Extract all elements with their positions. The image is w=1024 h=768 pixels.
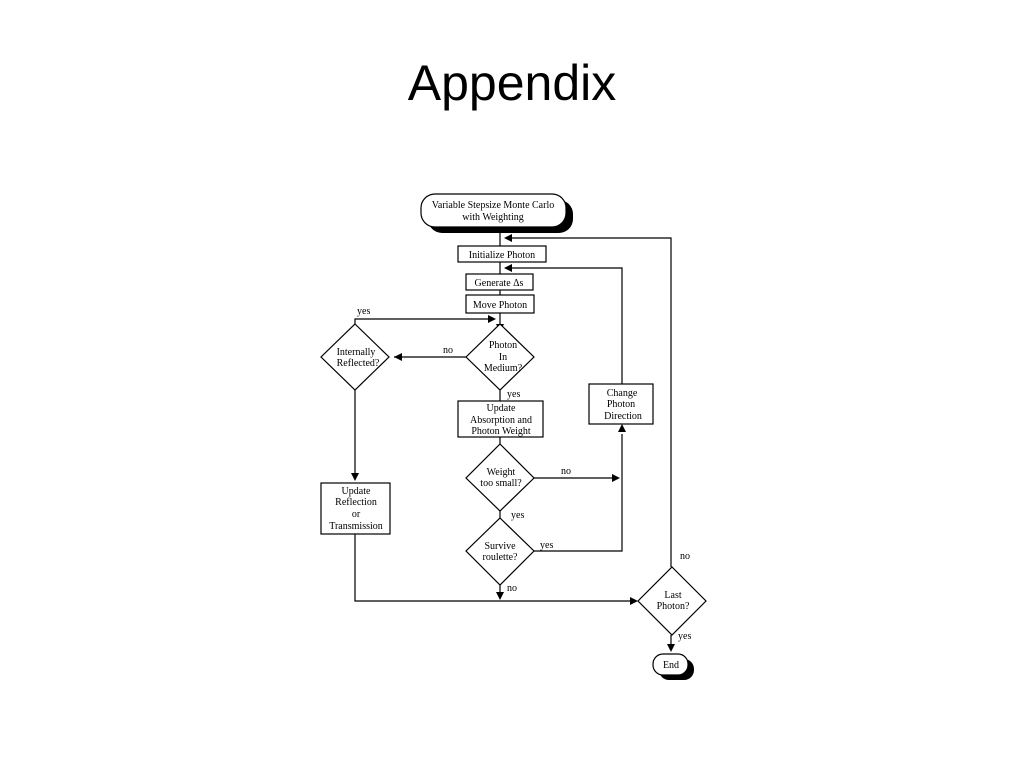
arrowhead (612, 474, 620, 482)
arrowhead (496, 592, 504, 600)
initialize-photon-label: Initialize Photon (469, 250, 535, 261)
initialize-photon-rect (457, 245, 547, 263)
survive-roulette-decision: Survive roulette? (465, 517, 535, 586)
generate-step-rect (465, 273, 534, 291)
arrowhead (618, 424, 626, 432)
label-reflected-yes: yes (357, 306, 370, 317)
connectors (354, 224, 672, 644)
internally-reflected-line1: Internally (337, 347, 376, 358)
label-weight-no: no (561, 466, 571, 477)
update-absorption-line3: Photon Weight (471, 426, 531, 437)
last-photon-decision: Last Photon? (637, 566, 707, 636)
label-last-yes: yes (678, 631, 691, 642)
arrowhead (630, 597, 638, 605)
initialize-photon-box: Initialize Photon (457, 245, 547, 263)
slide-title: Appendix (407, 55, 617, 111)
generate-step-box: Generate Δs (465, 273, 534, 291)
generate-step-label: Generate Δs (475, 278, 524, 289)
label-last-no: no (680, 551, 690, 562)
weight-too-small-line2: too small? (480, 478, 522, 489)
start-terminal-label-line2: with Weighting (462, 212, 524, 223)
start-terminal-label-line1: Variable Stepsize Monte Carlo (432, 200, 554, 211)
arrowhead (667, 644, 675, 652)
survive-roulette-line2: roulette? (483, 552, 519, 563)
update-absorption-line1: Update (487, 403, 516, 414)
connector-change-generate (512, 267, 623, 384)
internally-reflected-diamond (320, 323, 390, 391)
update-reflection-line4: Transmission (329, 521, 383, 532)
label-survive-yes: yes (540, 540, 553, 551)
weight-too-small-diamond (465, 443, 535, 512)
label-medium-yes: yes (507, 389, 520, 400)
end-terminal-box (652, 653, 689, 676)
connector-last-init (512, 237, 672, 567)
internally-reflected-line2: Reflected? (337, 358, 380, 369)
update-reflection-rect (320, 482, 391, 535)
label-weight-yes: yes (511, 510, 524, 521)
update-reflection-box: Update Reflection or Transmission (320, 482, 391, 535)
arrowhead (488, 315, 496, 323)
end-terminal-label: End (663, 660, 679, 671)
survive-roulette-line1: Survive (484, 541, 516, 552)
last-photon-line1: Last (664, 590, 681, 601)
photon-in-medium-diamond (465, 323, 535, 391)
update-absorption-line2: Absorption and (470, 415, 532, 426)
photon-in-medium-line1: Photon (489, 340, 517, 351)
change-direction-rect (588, 383, 654, 425)
connector-survive-change (534, 434, 623, 552)
internally-reflected-decision: Internally Reflected? (320, 323, 390, 391)
move-photon-label: Move Photon (473, 300, 527, 311)
photon-in-medium-line3: Medium? (484, 363, 523, 374)
change-direction-line3: Direction (604, 411, 642, 422)
arrowhead (504, 234, 512, 242)
connector-reflection-last (354, 534, 630, 602)
photon-in-medium-line2: In (499, 352, 507, 363)
weight-too-small-decision: Weight too small? (465, 443, 535, 512)
move-photon-rect (465, 294, 535, 314)
end-terminal: End (652, 653, 694, 680)
last-photon-line2: Photon? (657, 601, 690, 612)
update-reflection-line3: or (352, 509, 361, 520)
move-photon-box: Move Photon (465, 294, 535, 314)
label-survive-no: no (507, 583, 517, 594)
last-photon-diamond (637, 566, 707, 636)
label-medium-no: no (443, 345, 453, 356)
arrowhead (351, 473, 359, 481)
photon-in-medium-decision: Photon In Medium? (465, 323, 535, 391)
connector-reflected-yes (354, 318, 488, 324)
change-direction-line1: Change (607, 388, 638, 399)
update-reflection-line1: Update (342, 486, 371, 497)
weight-too-small-line1: Weight (487, 467, 516, 478)
start-terminal: Variable Stepsize Monte Carlo with Weigh… (420, 193, 573, 233)
arrowhead (394, 353, 402, 361)
update-reflection-line2: Reflection (335, 497, 377, 508)
update-absorption-rect (457, 400, 544, 438)
start-terminal-box (420, 193, 567, 228)
survive-roulette-diamond (465, 517, 535, 586)
arrowhead (504, 264, 512, 272)
change-direction-box: Change Photon Direction (588, 383, 654, 425)
edge-labels: yes no yes no yes yes no no yes (357, 306, 691, 642)
update-absorption-box: Update Absorption and Photon Weight (457, 400, 544, 438)
change-direction-line2: Photon (607, 399, 635, 410)
